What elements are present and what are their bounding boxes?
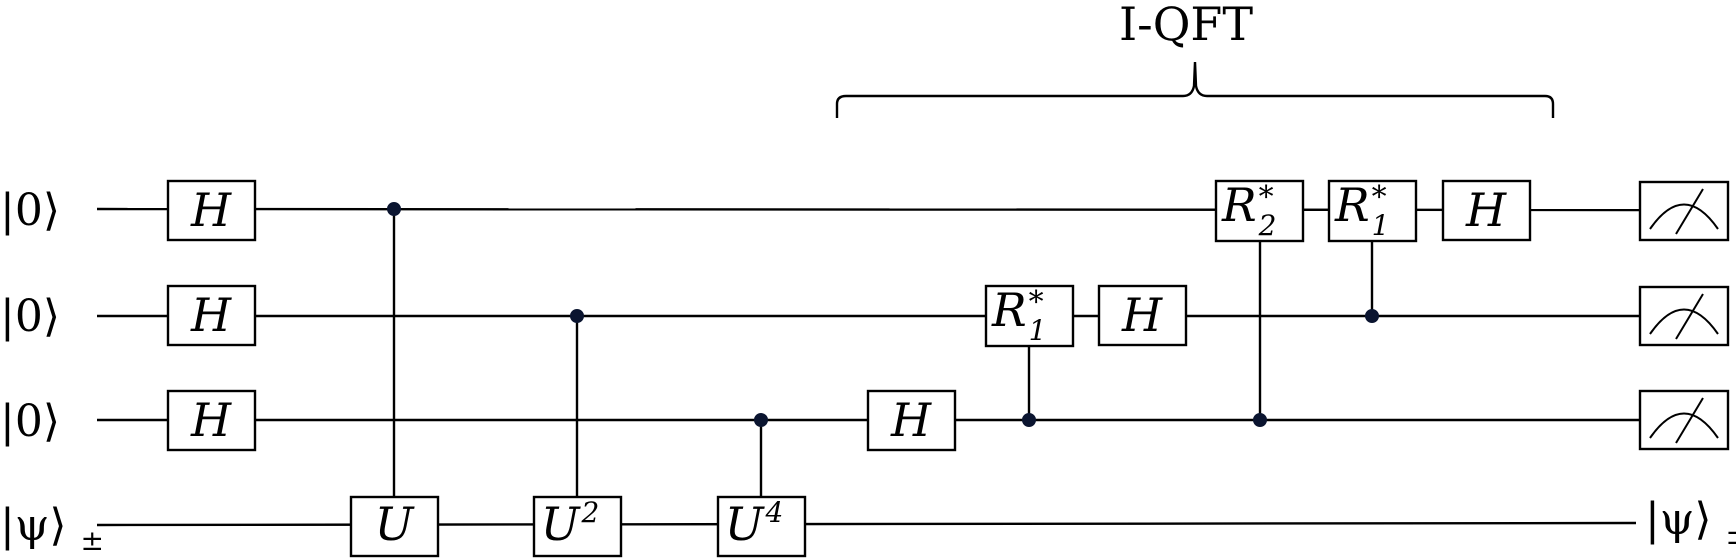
output-state-psi-sub: ± xyxy=(1726,518,1736,551)
gate-label: H xyxy=(890,393,932,447)
control-dot xyxy=(387,202,401,216)
iqft-title: I-QFT xyxy=(1119,0,1253,51)
measurement-meter-icon xyxy=(1638,285,1730,347)
gate-superscript: * xyxy=(1029,285,1044,320)
gate-subscript: 1 xyxy=(1372,209,1390,242)
output-state-psi: |ψ⟩ xyxy=(1645,494,1712,545)
control-dot xyxy=(1022,413,1036,427)
hadamard-gate: H xyxy=(166,284,257,347)
svg-text:U4: U4 xyxy=(725,496,784,551)
input-state-qubit-1: |0⟩ xyxy=(0,185,60,236)
control-dot xyxy=(1365,309,1379,323)
gate-subscript: 1 xyxy=(1029,314,1047,347)
control-dot xyxy=(1253,413,1267,427)
iqft-brace xyxy=(835,61,1555,118)
input-state-qubit-3: |0⟩ xyxy=(0,396,60,447)
controlled-u-gate: U xyxy=(349,495,440,558)
hadamard-gate: H xyxy=(866,389,957,452)
gate-label: R xyxy=(1221,178,1257,232)
hadamard-gate: H xyxy=(166,179,257,242)
gate-superscript: * xyxy=(1372,180,1387,215)
svg-text:U2: U2 xyxy=(541,496,600,551)
input-state-qubit-2: |0⟩ xyxy=(0,291,60,342)
input-state-qubit-4: |ψ⟩ ± xyxy=(0,500,104,557)
svg-text:R*1: R*1 xyxy=(1334,178,1389,242)
controlled-u4-gate: U4 xyxy=(716,495,807,558)
gate-label: U xyxy=(541,497,582,551)
wire-qubit-4 xyxy=(96,521,1637,527)
hadamard-gate: H xyxy=(1097,284,1188,347)
control-dot xyxy=(754,413,768,427)
gate-superscript: 4 xyxy=(764,496,783,529)
hadamard-gate: H xyxy=(166,389,257,452)
gate-label: U xyxy=(725,497,766,551)
input-state-psi: |ψ⟩ xyxy=(0,500,67,551)
control-dot xyxy=(570,309,584,323)
gate-superscript: 2 xyxy=(580,496,599,529)
rotation-r1-gate: R*1 xyxy=(1327,178,1418,243)
gate-label: R xyxy=(991,283,1027,337)
rotation-r2-gate: R*2 xyxy=(1214,178,1305,243)
hadamard-gate: H xyxy=(1441,179,1532,242)
gate-label: H xyxy=(190,288,232,342)
gate-superscript: * xyxy=(1259,180,1274,215)
gate-label: U xyxy=(375,497,416,551)
output-state-qubit-4: |ψ⟩ ± xyxy=(1645,494,1736,551)
gate-label: H xyxy=(190,183,232,237)
input-state-psi-sub: ± xyxy=(81,524,104,557)
gate-label: H xyxy=(1465,183,1507,237)
gate-subscript: 2 xyxy=(1258,209,1277,242)
rotation-r1-gate: R*1 xyxy=(984,283,1075,348)
measurement-meter-icon xyxy=(1638,389,1730,451)
svg-text:R*1: R*1 xyxy=(991,283,1046,347)
measurement-meter-icon xyxy=(1638,180,1730,242)
gate-label: R xyxy=(1334,178,1370,232)
gate-label: H xyxy=(1121,288,1163,342)
gate-label: H xyxy=(190,393,232,447)
controlled-u2-gate: U2 xyxy=(532,495,623,558)
svg-text:R*2: R*2 xyxy=(1221,178,1276,242)
